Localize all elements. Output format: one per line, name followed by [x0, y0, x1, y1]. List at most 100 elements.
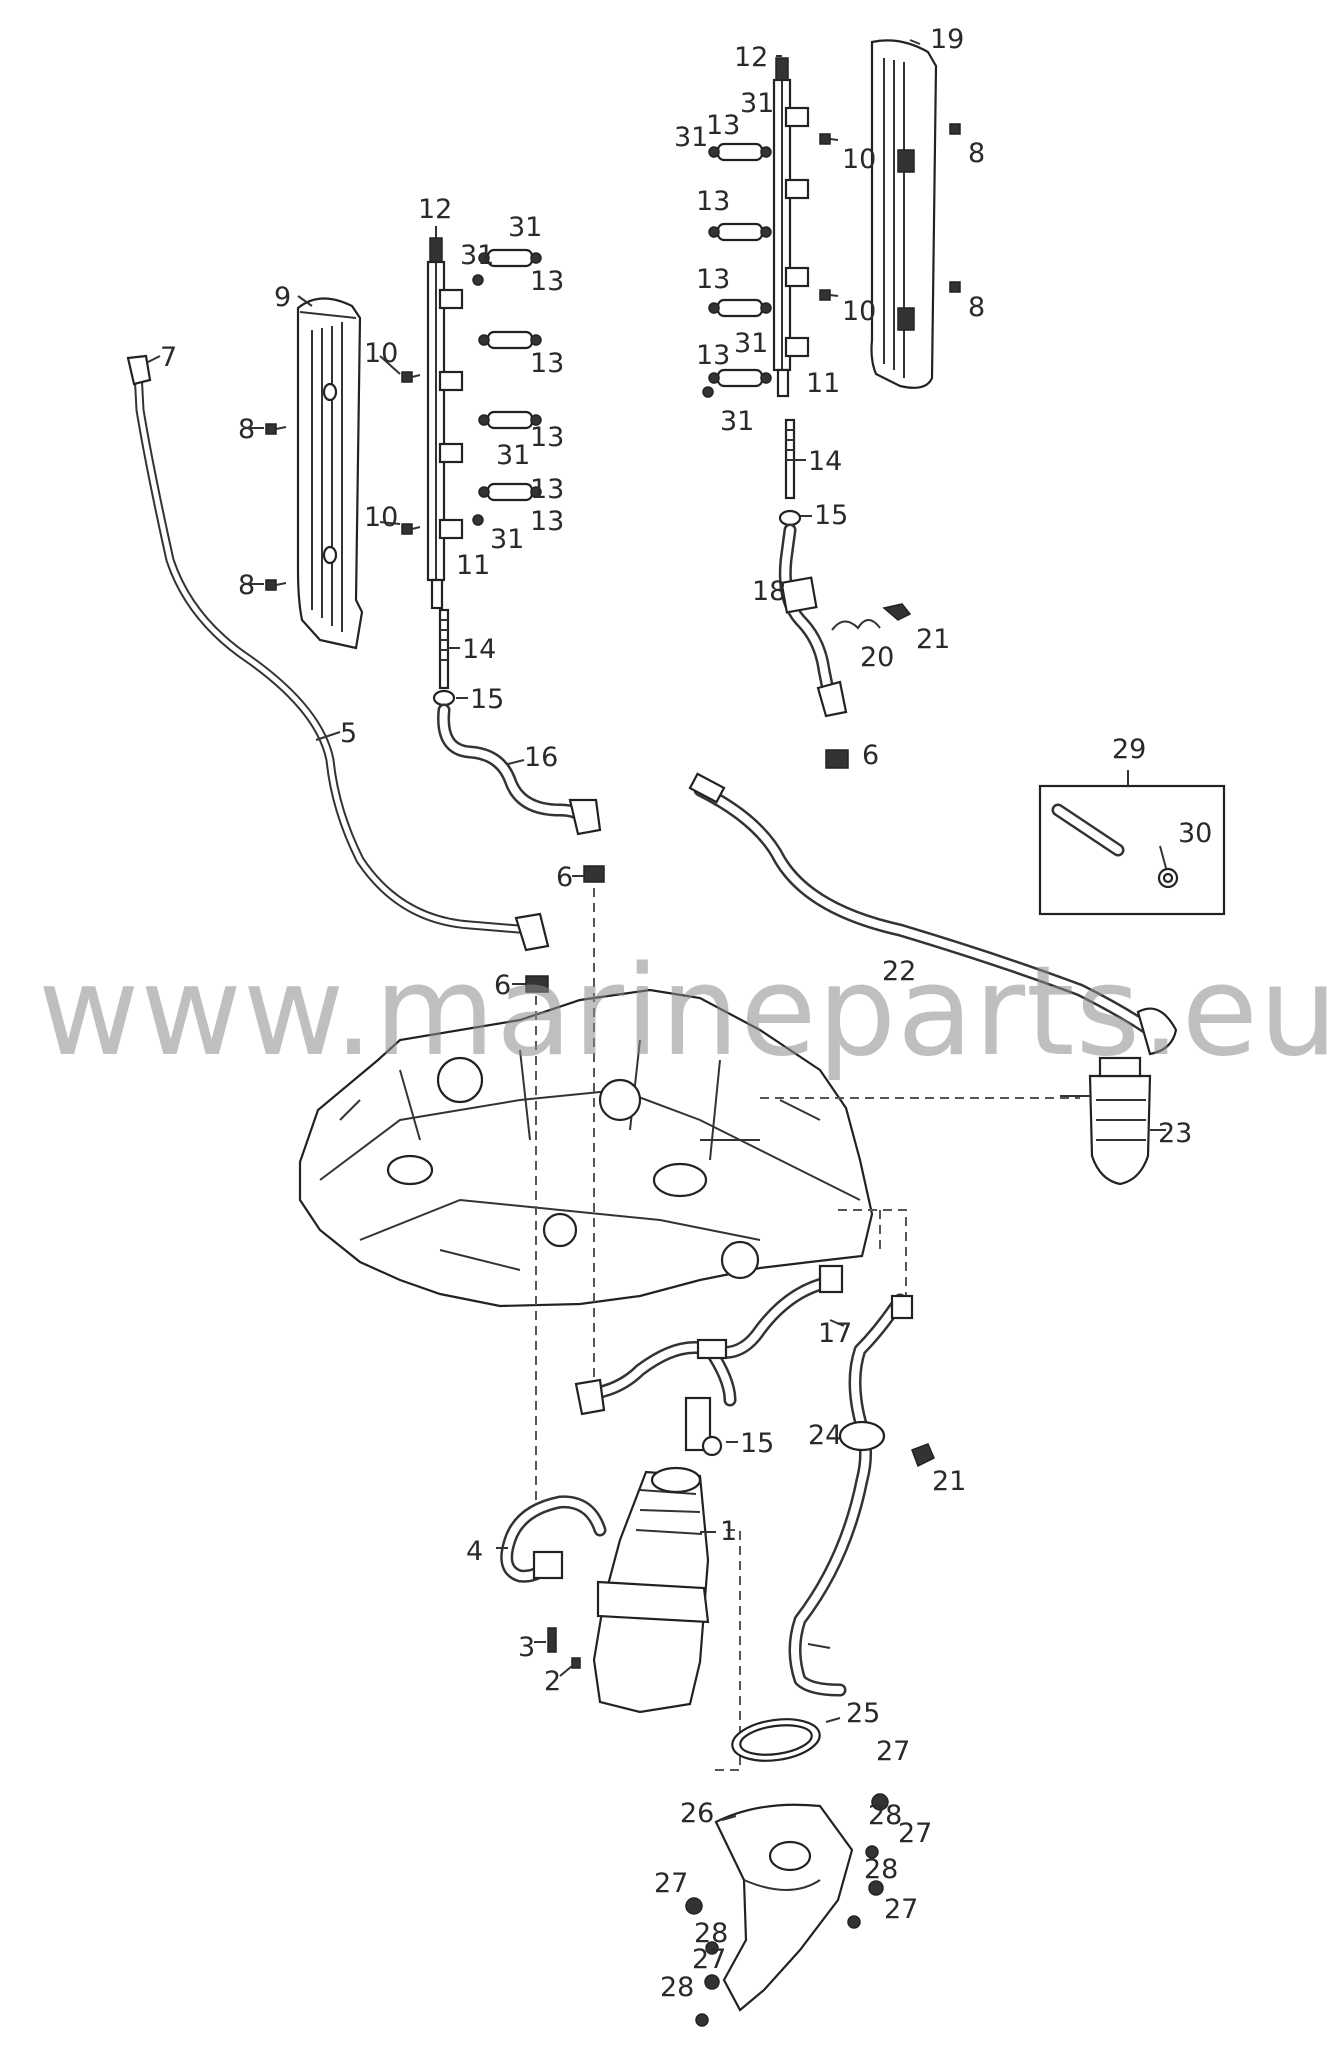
callout-31: 31 [508, 212, 542, 243]
callout-labels: 12 31 31 13 13 13 31 13 31 13 9 10 10 8 … [160, 24, 1212, 2003]
callout-31: 31 [496, 440, 530, 471]
callout-25: 25 [846, 1698, 880, 1729]
callout-10: 10 [364, 338, 398, 369]
hose-clip-20 [831, 619, 881, 631]
callout-4: 4 [466, 1536, 483, 1567]
fuel-rail-right [772, 57, 810, 398]
callout-27: 27 [692, 1944, 726, 1975]
dashed-leader-lines [535, 888, 1080, 1771]
repair-kit-29 [1038, 784, 1226, 916]
callout-31: 31 [674, 122, 708, 153]
fuel-rail-cover-right [870, 39, 938, 389]
callout-23: 23 [1158, 1118, 1192, 1149]
callout-8: 8 [238, 570, 255, 601]
callout-leaders [147, 39, 1167, 1821]
stud-and-clamp-left [432, 608, 456, 707]
elbow-fitting-6-right [816, 680, 849, 769]
callout-8: 8 [968, 138, 985, 169]
callout-31: 31 [490, 524, 524, 555]
hose-5 [126, 354, 550, 952]
fuel-module-1 [592, 1396, 723, 1714]
callout-6: 6 [862, 740, 879, 771]
bolts-right [819, 123, 961, 301]
callout-13: 13 [530, 422, 564, 453]
left-fuel-rail-assembly [265, 237, 542, 707]
watermark: www.marineparts.eu [38, 940, 1331, 1084]
callout-13: 13 [696, 186, 730, 217]
callout-24: 24 [808, 1420, 842, 1451]
fuel-filter-23 [1060, 1056, 1152, 1186]
injectors-left [472, 248, 542, 526]
callout-28: 28 [660, 1972, 694, 2003]
hose-16 [437, 703, 605, 993]
callout-6: 6 [494, 970, 511, 1001]
hose-22 [688, 772, 1178, 1056]
callout-11: 11 [456, 550, 490, 581]
callout-2: 2 [544, 1666, 561, 1697]
callout-5: 5 [340, 718, 357, 749]
callout-9: 9 [274, 282, 291, 313]
callout-14: 14 [462, 634, 496, 665]
bolts-2-3 [547, 1627, 581, 1669]
callout-30: 30 [1178, 818, 1212, 849]
callout-14: 14 [808, 446, 842, 477]
callout-28: 28 [864, 1854, 898, 1885]
callout-15: 15 [740, 1428, 774, 1459]
fuel-rail-cover-left [296, 297, 364, 650]
callout-27: 27 [876, 1736, 910, 1767]
bracket-26 [685, 1793, 889, 2027]
engine-block [298, 988, 874, 1308]
callout-3: 3 [518, 1632, 535, 1663]
callout-10: 10 [842, 296, 876, 327]
callout-6: 6 [556, 862, 573, 893]
callout-8: 8 [238, 414, 255, 445]
callout-13: 13 [706, 110, 740, 141]
callout-13: 13 [530, 348, 564, 379]
injectors-right [702, 142, 772, 398]
callout-13: 13 [530, 474, 564, 505]
callout-31: 31 [740, 88, 774, 119]
callout-13: 13 [530, 266, 564, 297]
callout-21: 21 [916, 624, 950, 655]
callout-13: 13 [530, 506, 564, 537]
callout-28: 28 [694, 1918, 728, 1949]
hose-17 [574, 1264, 844, 1416]
fuel-rail-left [426, 237, 464, 610]
fitting-21-upper [882, 603, 912, 621]
gasket-25 [731, 1718, 821, 1762]
callout-20: 20 [860, 642, 894, 673]
stud-and-clamp-right [778, 418, 802, 527]
callout-13: 13 [696, 264, 730, 295]
callout-17: 17 [818, 1318, 852, 1349]
callout-19: 19 [930, 24, 964, 55]
callout-10: 10 [842, 144, 876, 175]
callout-1: 1 [720, 1516, 737, 1547]
callout-15: 15 [470, 684, 504, 715]
hose-24-to-module [788, 1293, 935, 1697]
callout-8: 8 [968, 292, 985, 323]
callout-27: 27 [654, 1868, 688, 1899]
callout-15: 15 [814, 500, 848, 531]
callout-22: 22 [882, 956, 916, 987]
callout-12: 12 [734, 42, 768, 73]
callout-11: 11 [806, 368, 840, 399]
hose-4 [500, 1495, 607, 1583]
callout-18: 18 [752, 576, 786, 607]
callout-28: 28 [868, 1800, 902, 1831]
callout-7: 7 [160, 342, 177, 373]
callout-13: 13 [696, 340, 730, 371]
callout-21: 21 [932, 1466, 966, 1497]
callout-27: 27 [898, 1818, 932, 1849]
callout-16: 16 [524, 742, 558, 773]
bolts-left [265, 371, 421, 591]
callout-31: 31 [734, 328, 768, 359]
right-fuel-rail-assembly [702, 39, 961, 769]
callout-31: 31 [460, 240, 494, 271]
callout-27: 27 [884, 1894, 918, 1925]
callout-29: 29 [1112, 734, 1146, 765]
callout-12: 12 [418, 194, 452, 225]
callout-31: 31 [720, 406, 754, 437]
callout-10: 10 [364, 502, 398, 533]
callout-26: 26 [680, 1798, 714, 1829]
